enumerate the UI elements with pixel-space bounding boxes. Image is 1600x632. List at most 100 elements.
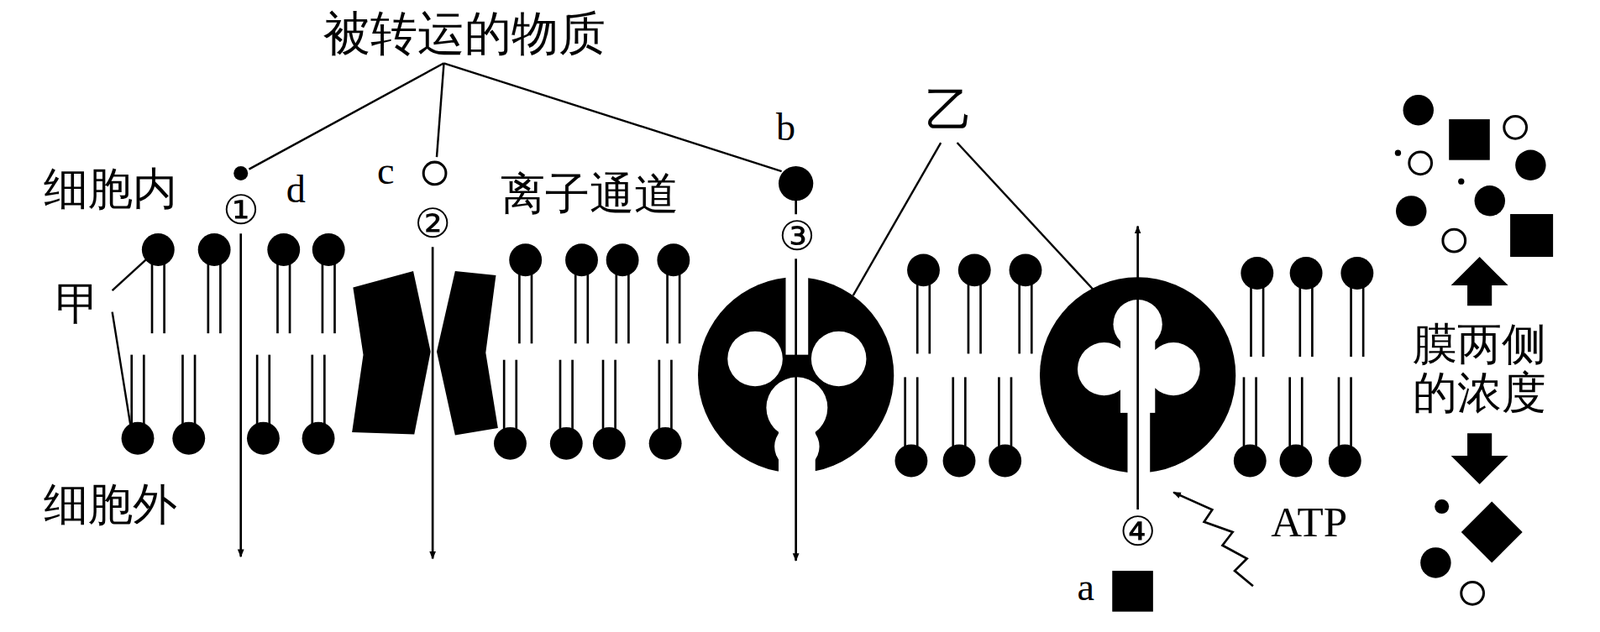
lipid-head: [907, 253, 940, 287]
lipid-tail: [1362, 272, 1365, 357]
lipid-tail: [321, 250, 325, 335]
lipid-tail: [256, 355, 259, 440]
lipid-tail: [964, 377, 967, 462]
callout-number: ②: [412, 201, 453, 247]
lipid-tail: [916, 377, 919, 462]
callout-number: ③: [776, 214, 818, 259]
part-label: 甲: [53, 279, 102, 330]
lipid-tail: [571, 360, 574, 445]
callout-number: ①: [220, 188, 262, 234]
lipid-head: [493, 427, 527, 461]
lipid-tail: [951, 377, 955, 462]
callout-number: ④: [1117, 509, 1159, 555]
channel-protein: [351, 271, 499, 436]
lipid-tail: [162, 250, 166, 335]
lipid-tail: [514, 360, 518, 445]
lipid-head: [1280, 445, 1313, 478]
lipid-head: [141, 233, 175, 267]
lipid-tail: [666, 260, 669, 345]
lipid-tail: [503, 360, 506, 445]
region-label: 细胞外: [41, 480, 179, 530]
lipid-head: [1233, 445, 1267, 478]
lipid-head: [1340, 257, 1374, 290]
lipid-tail: [1349, 272, 1353, 357]
lipid-head: [550, 427, 583, 461]
lipid-tail: [979, 270, 982, 355]
lipid-tail: [670, 360, 673, 445]
lipid-head: [1290, 257, 1323, 290]
substance-letter: c: [375, 150, 397, 194]
part-label: 乙: [923, 83, 975, 136]
substance-letter: b: [774, 105, 798, 149]
lipid-head: [894, 445, 928, 478]
lipid-tail: [1262, 272, 1265, 357]
lipid-head: [172, 422, 205, 456]
lipid-tail: [181, 355, 184, 440]
substance-letter: d: [284, 167, 308, 211]
lipid-tail: [1017, 270, 1021, 355]
substance-letter: a: [1075, 566, 1097, 609]
lipid-tail: [658, 360, 661, 445]
lipid-head: [121, 422, 155, 456]
lipid-tail: [928, 270, 931, 355]
lipid-head: [988, 445, 1022, 478]
lipid-tail: [997, 377, 1001, 462]
lipid-tail: [627, 260, 630, 345]
lipid-tail: [916, 270, 919, 355]
lipid-tail: [1254, 377, 1258, 462]
lipid-tail: [1243, 377, 1246, 462]
lipid-tail: [310, 355, 314, 440]
lipid-tail: [207, 250, 210, 335]
part-label: 离子通道: [498, 168, 681, 219]
lipid-head: [198, 233, 231, 267]
lipid-head: [565, 243, 599, 277]
lipid-tail: [1298, 272, 1301, 357]
lipid-tail: [967, 270, 971, 355]
lipid-tail: [276, 250, 279, 335]
molecule-label: ATP: [1269, 498, 1349, 546]
lipid-tail: [602, 360, 605, 445]
lipid-tail: [1337, 377, 1341, 462]
lipid-head: [302, 422, 336, 456]
phospholipids: [121, 233, 1375, 478]
lipid-tail: [586, 260, 589, 345]
lipid-tail: [142, 355, 146, 440]
lipid-head: [267, 233, 300, 267]
lipid-head: [943, 445, 976, 478]
lipid-tail: [903, 377, 907, 462]
region-label: 细胞内: [41, 163, 179, 214]
leader-lines: [112, 62, 1097, 426]
lipid-tail: [613, 360, 617, 445]
transport-arrows: [241, 199, 1254, 587]
lipid-head: [1328, 445, 1362, 478]
lipid-tail: [194, 355, 197, 440]
lipid-tail: [1349, 377, 1353, 462]
lipid-tail: [1288, 377, 1291, 462]
lipid-head: [246, 422, 280, 456]
axis-label: 膜两侧 的浓度: [1405, 320, 1553, 419]
lipid-tail: [614, 260, 618, 345]
lipid-tail: [288, 250, 292, 335]
lipid-head: [1240, 257, 1274, 290]
lipid-tail: [1010, 377, 1013, 462]
lipid-head: [649, 427, 682, 461]
lipid-head: [508, 243, 542, 277]
lipid-tail: [559, 360, 562, 445]
lipid-head: [606, 243, 640, 277]
lipid-tail: [267, 355, 271, 440]
lipid-tail: [1311, 272, 1314, 357]
lipid-tail: [574, 260, 578, 345]
lipid-tail: [1249, 272, 1253, 357]
lipid-tail: [1030, 270, 1034, 355]
heading-label: 被转运的物质: [321, 7, 608, 59]
lipid-tail: [678, 260, 682, 345]
lipid-head: [656, 243, 690, 277]
transported-substances: [233, 162, 1154, 613]
lipid-tail: [1300, 377, 1304, 462]
lipid-head: [592, 427, 626, 461]
lipid-tail: [333, 250, 336, 335]
lipid-head: [1009, 253, 1043, 287]
lipid-tail: [151, 250, 154, 335]
lipid-head: [958, 253, 992, 287]
